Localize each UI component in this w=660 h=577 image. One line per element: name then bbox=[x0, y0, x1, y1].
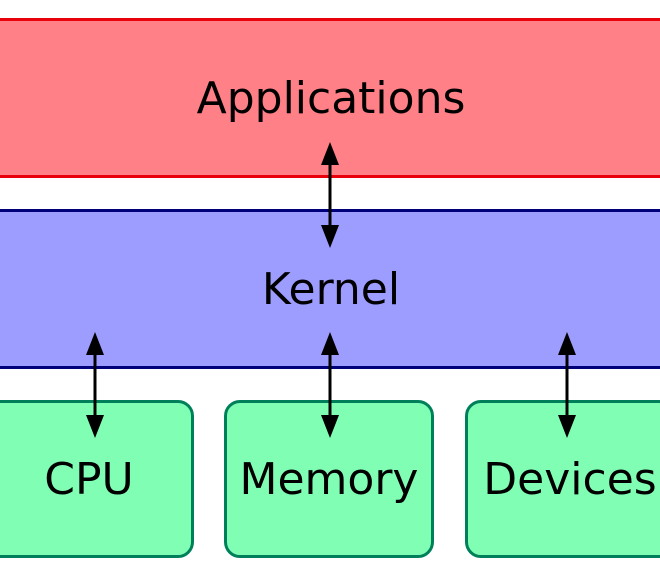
cpu-box: CPU bbox=[0, 400, 194, 558]
kernel-label: Kernel bbox=[261, 263, 401, 315]
memory-box: Memory bbox=[224, 400, 434, 558]
applications-label: Applications bbox=[196, 72, 466, 124]
applications-layer: Applications bbox=[0, 18, 660, 178]
devices-box: Devices bbox=[465, 400, 660, 558]
devices-label: Devices bbox=[483, 453, 657, 505]
kernel-layer: Kernel bbox=[0, 209, 660, 369]
cpu-label: CPU bbox=[44, 453, 134, 505]
memory-label: Memory bbox=[239, 453, 419, 505]
